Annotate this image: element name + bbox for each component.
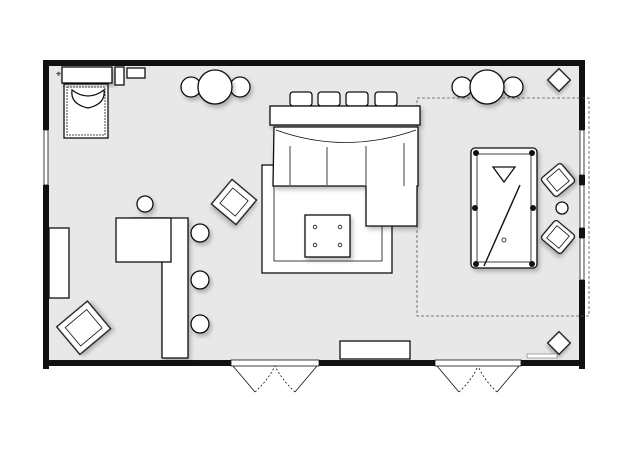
tv-console[interactable] <box>339 340 411 360</box>
bar-stool[interactable] <box>190 270 210 290</box>
scale-bar <box>526 353 558 359</box>
side-cabinet[interactable] <box>114 66 125 86</box>
monitor[interactable] <box>126 67 146 79</box>
armchair[interactable] <box>210 178 258 226</box>
bar-stool[interactable] <box>190 223 210 243</box>
bar-stool[interactable] <box>136 195 154 213</box>
round-table-right[interactable] <box>451 69 524 105</box>
cue-ball <box>501 237 507 243</box>
bar-stool[interactable] <box>190 314 210 334</box>
pool-table[interactable] <box>470 147 538 269</box>
plant-stand[interactable] <box>546 330 572 356</box>
bar-area <box>115 195 210 359</box>
desk-chair[interactable] <box>71 88 105 109</box>
plant-stand[interactable] <box>546 67 572 93</box>
side-table[interactable] <box>555 201 569 215</box>
sofa-console[interactable] <box>269 105 421 126</box>
club-chair[interactable] <box>540 219 576 254</box>
round-table-left[interactable] <box>180 69 251 105</box>
french-door-left[interactable] <box>230 359 320 393</box>
lounge <box>210 91 421 274</box>
club-chair[interactable] <box>540 162 576 197</box>
desk[interactable] <box>61 66 113 84</box>
armchair-corner[interactable] <box>55 300 112 356</box>
wall-cabinet[interactable] <box>48 227 70 299</box>
lamp-icon: ⌖ <box>56 70 61 80</box>
sectional-sofa[interactable] <box>272 126 419 227</box>
bar-table[interactable] <box>115 217 172 263</box>
coffee-table[interactable] <box>304 214 351 258</box>
office-nook: ⌖ <box>56 66 146 139</box>
walls <box>43 60 585 369</box>
windows <box>43 129 585 281</box>
french-door-right[interactable] <box>434 359 522 393</box>
rack-icon <box>491 166 517 184</box>
cue-stick <box>483 184 521 267</box>
